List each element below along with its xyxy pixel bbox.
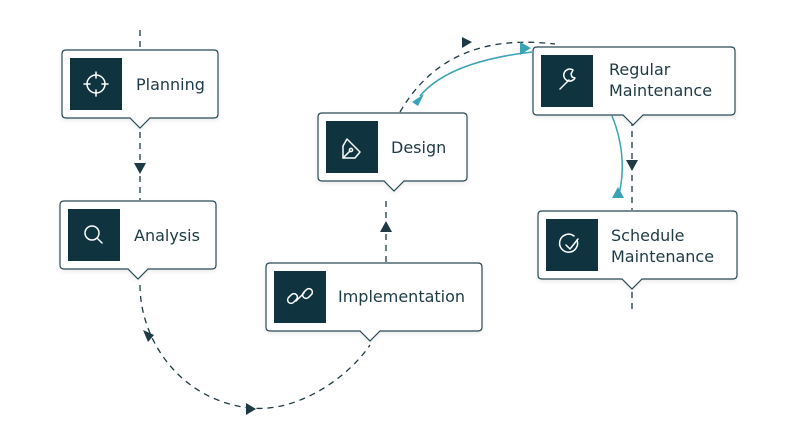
arrowhead-design-top-curve: [462, 37, 472, 48]
accent-arrowhead-into-design: [412, 94, 424, 106]
node-implementation-label: Implementation: [338, 287, 465, 306]
arrowhead-down-planning-analysis: [134, 163, 146, 174]
crosshair-icon: [83, 71, 109, 97]
node-design-label: Design: [391, 138, 446, 157]
node-schedule-maintenance[interactable]: Schedule Maintenance: [537, 210, 738, 290]
node-analysis[interactable]: Analysis: [59, 200, 217, 280]
node-planning-label: Planning: [136, 75, 205, 94]
arrowhead-right-bottom-curve: [246, 403, 256, 415]
connector-design-regular-maintenance: [399, 41, 556, 113]
node-regular-maintenance[interactable]: Regular Maintenance: [532, 46, 736, 126]
accent-arrowhead-into-regular: [520, 42, 531, 55]
wrench-icon: [559, 68, 576, 90]
node-design-icon-tile: [326, 121, 378, 173]
node-analysis-icon-tile: [68, 209, 120, 261]
node-analysis-label: Analysis: [134, 226, 200, 245]
accent-arrowhead-up-schedule: [612, 187, 624, 198]
node-planning[interactable]: Planning: [61, 49, 219, 129]
node-schedule-maintenance-icon-tile: [546, 219, 598, 271]
arrowhead-analysis-curve: [143, 330, 154, 342]
pen-nib-icon: [342, 138, 361, 159]
node-planning-icon-tile: [70, 58, 122, 110]
search-icon: [84, 225, 103, 244]
link-icon: [286, 287, 314, 305]
accent-arc-regular-to-schedule: [611, 115, 623, 199]
accent-arc-regular-to-design: [419, 51, 533, 97]
arrowhead-up-implementation-design: [380, 221, 392, 232]
check-circle-icon: [558, 233, 579, 253]
node-schedule-maintenance-label: Schedule Maintenance: [611, 226, 714, 266]
node-design[interactable]: Design: [317, 112, 468, 192]
arrowhead-down-regular-schedule: [626, 160, 638, 171]
node-regular-maintenance-label: Regular Maintenance: [609, 60, 712, 100]
node-implementation[interactable]: Implementation: [265, 262, 483, 342]
